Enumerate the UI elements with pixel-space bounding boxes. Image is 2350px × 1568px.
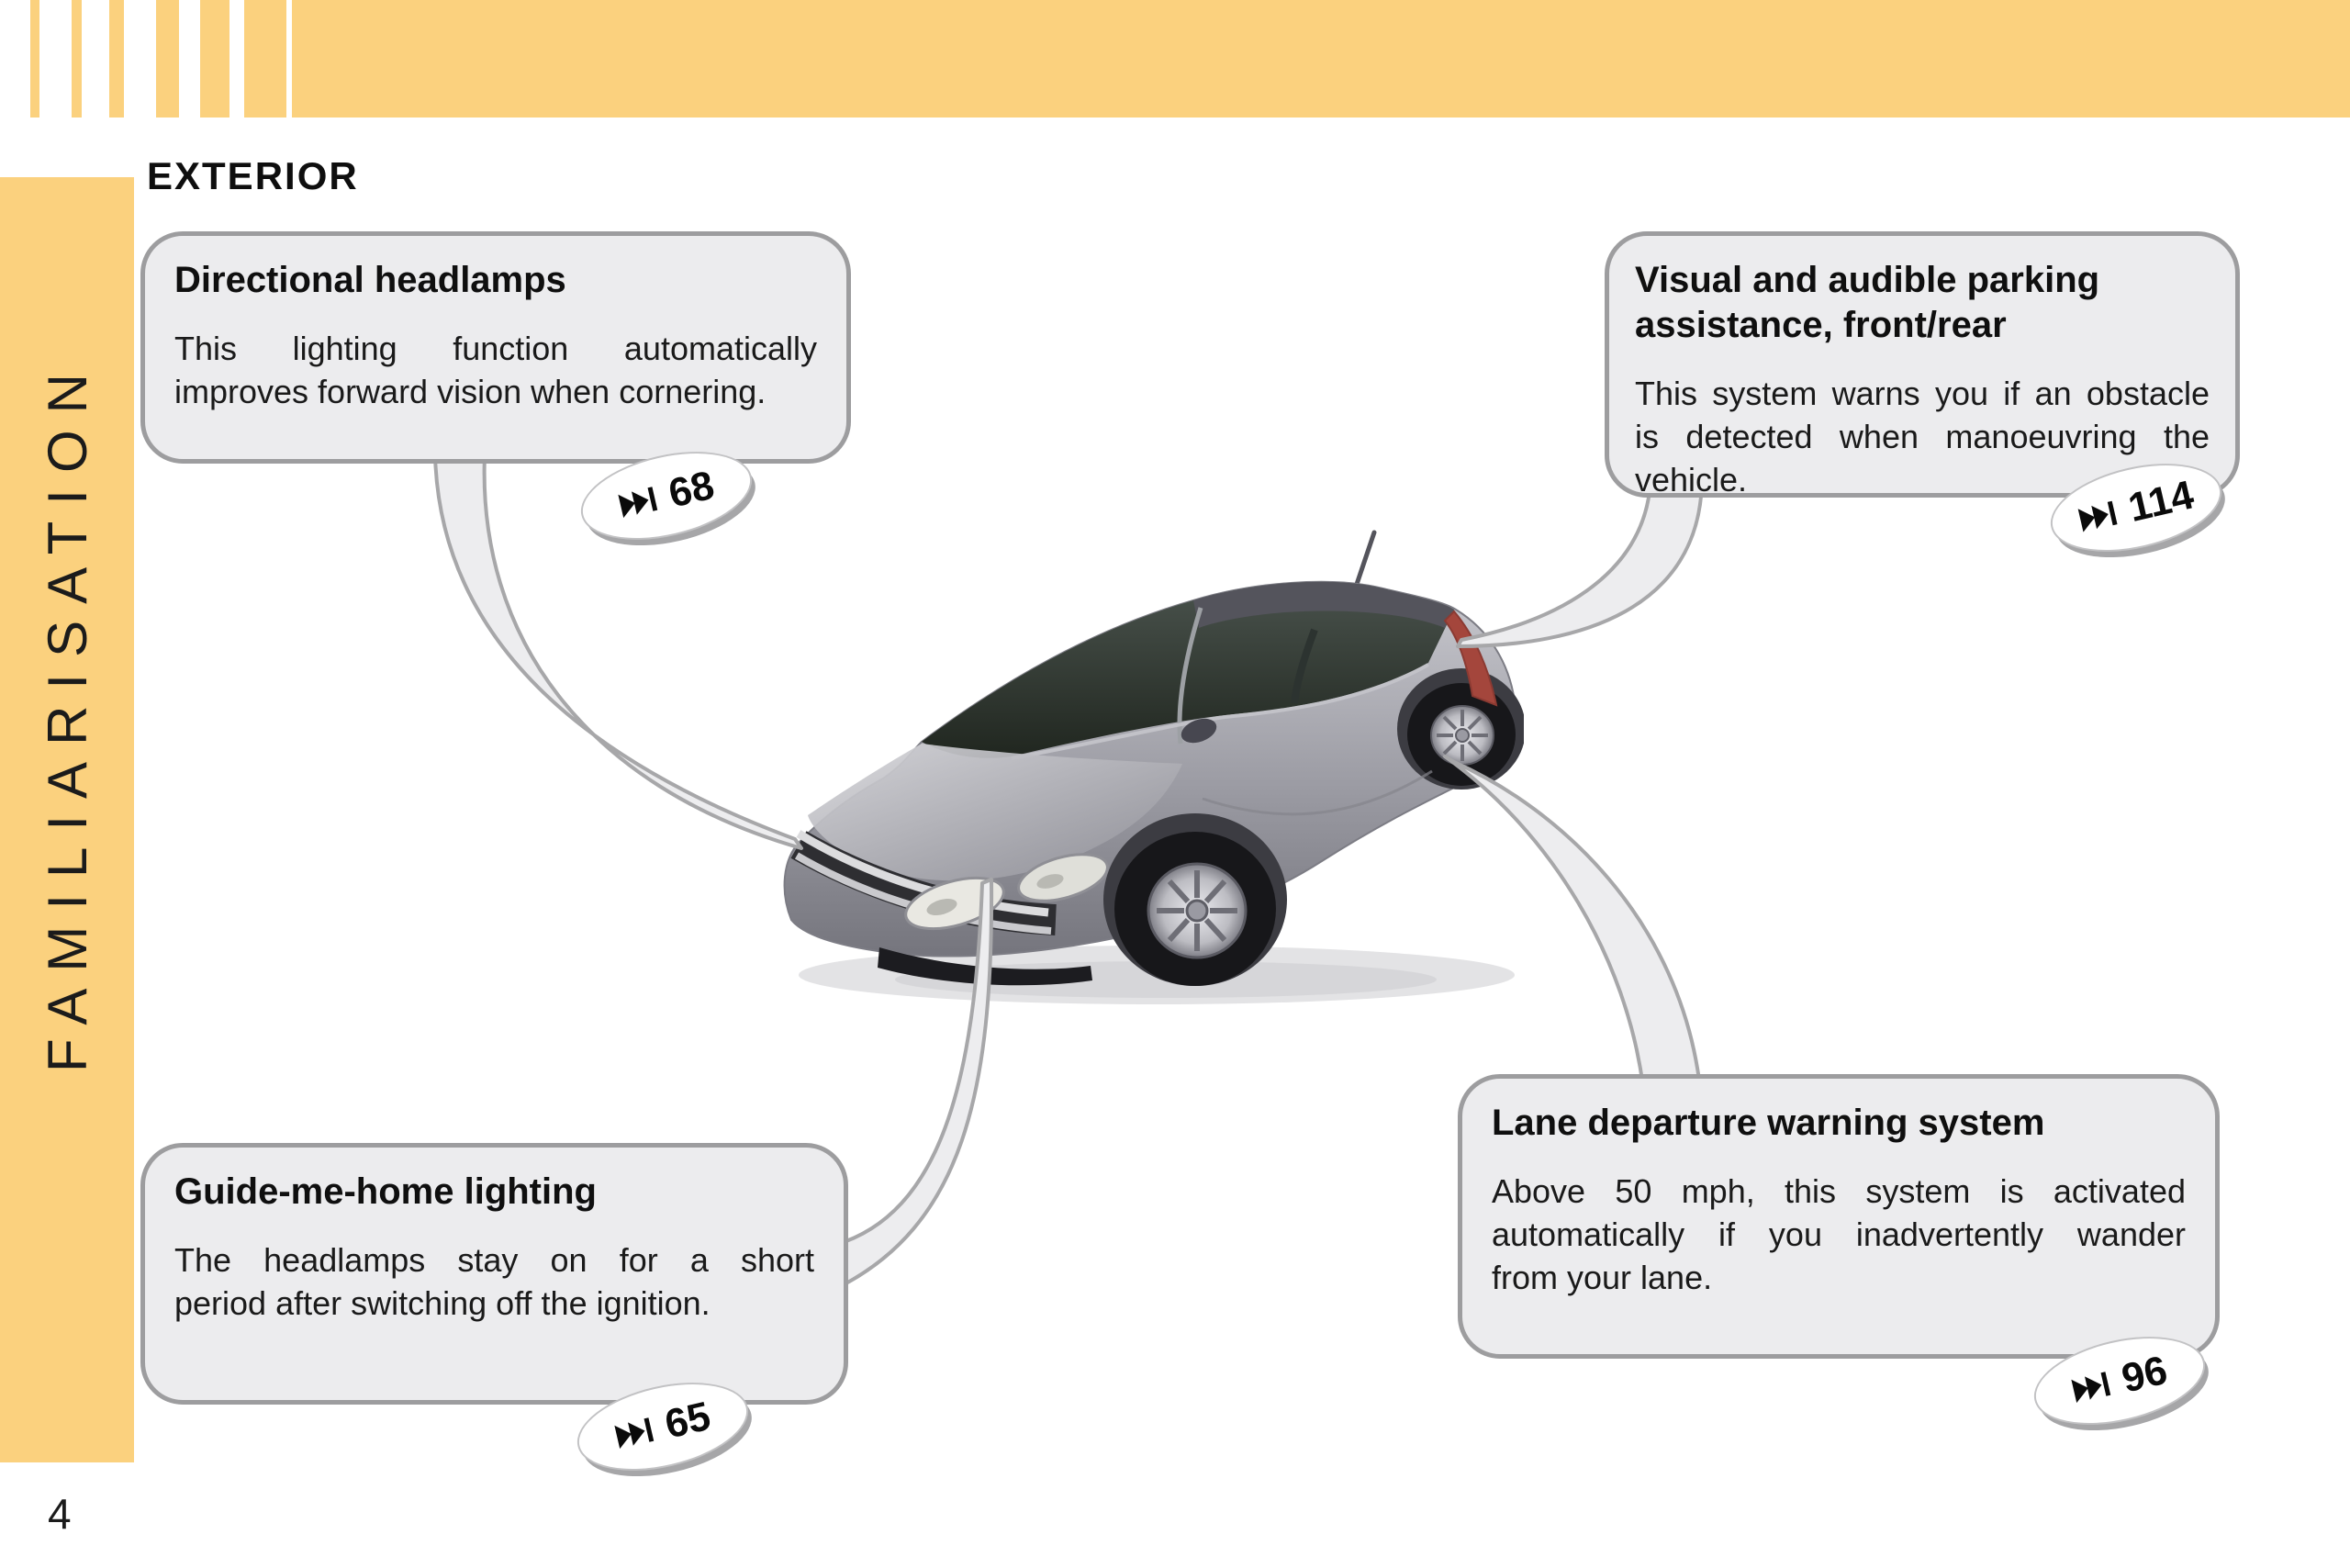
callout-body: The headlamps stay on for a short period…: [174, 1241, 814, 1322]
callout-body: Above 50 mph, this system is activated a…: [1492, 1172, 2186, 1296]
sidebar-label: FAMILIARISATION: [36, 356, 98, 1072]
sidebar-familiarisation: FAMILIARISATION: [0, 177, 134, 1462]
header-stripe: [244, 0, 286, 118]
callout-title: Directional headlamps: [174, 260, 566, 300]
page-ref-badge: 68: [572, 436, 761, 555]
next-track-icon: [613, 1417, 654, 1450]
page-ref-number: 68: [664, 462, 719, 517]
next-track-icon: [617, 487, 657, 519]
callout-title: Guide-me-home lighting: [174, 1171, 597, 1212]
page-ref-number: 114: [2124, 472, 2199, 532]
callout-title: Lane departure warning system: [1492, 1103, 2045, 1143]
header-stripe: [200, 0, 229, 118]
callout-body: This system warns you if an obstacle is …: [1635, 375, 2210, 498]
page-ref-badge: 96: [2025, 1321, 2214, 1440]
page-ref-number: 65: [660, 1393, 715, 1448]
car-illustration: [783, 530, 1524, 1004]
page-number: 4: [48, 1490, 72, 1538]
page-ref-badge: 65: [568, 1367, 757, 1486]
header-stripe: [30, 0, 39, 118]
callout-guide-me-home: Guide-me-home lighting The headlamps sta…: [140, 1143, 848, 1405]
callout-body: This lighting function automatically imp…: [174, 330, 817, 410]
callout-lane-departure: Lane departure warning system Above 50 m…: [1458, 1074, 2220, 1359]
page-title: EXTERIOR: [147, 154, 359, 197]
page-ref-badge: 114: [2042, 448, 2231, 567]
page-ref-number: 96: [2117, 1347, 2172, 1402]
next-track-icon: [2077, 500, 2118, 532]
header-stripe: [72, 0, 82, 118]
header-stripe: [156, 0, 179, 118]
next-track-icon: [2070, 1372, 2110, 1404]
header-band: [0, 0, 2350, 118]
callout-title: Visual and audible parking assistance, f…: [1635, 260, 2100, 345]
header-stripe: [109, 0, 124, 118]
callout-parking-assistance: Visual and audible parking assistance, f…: [1605, 231, 2240, 498]
callout-directional-headlamps: Directional headlamps This lighting func…: [140, 231, 851, 464]
header-band-solid: [292, 0, 2350, 118]
